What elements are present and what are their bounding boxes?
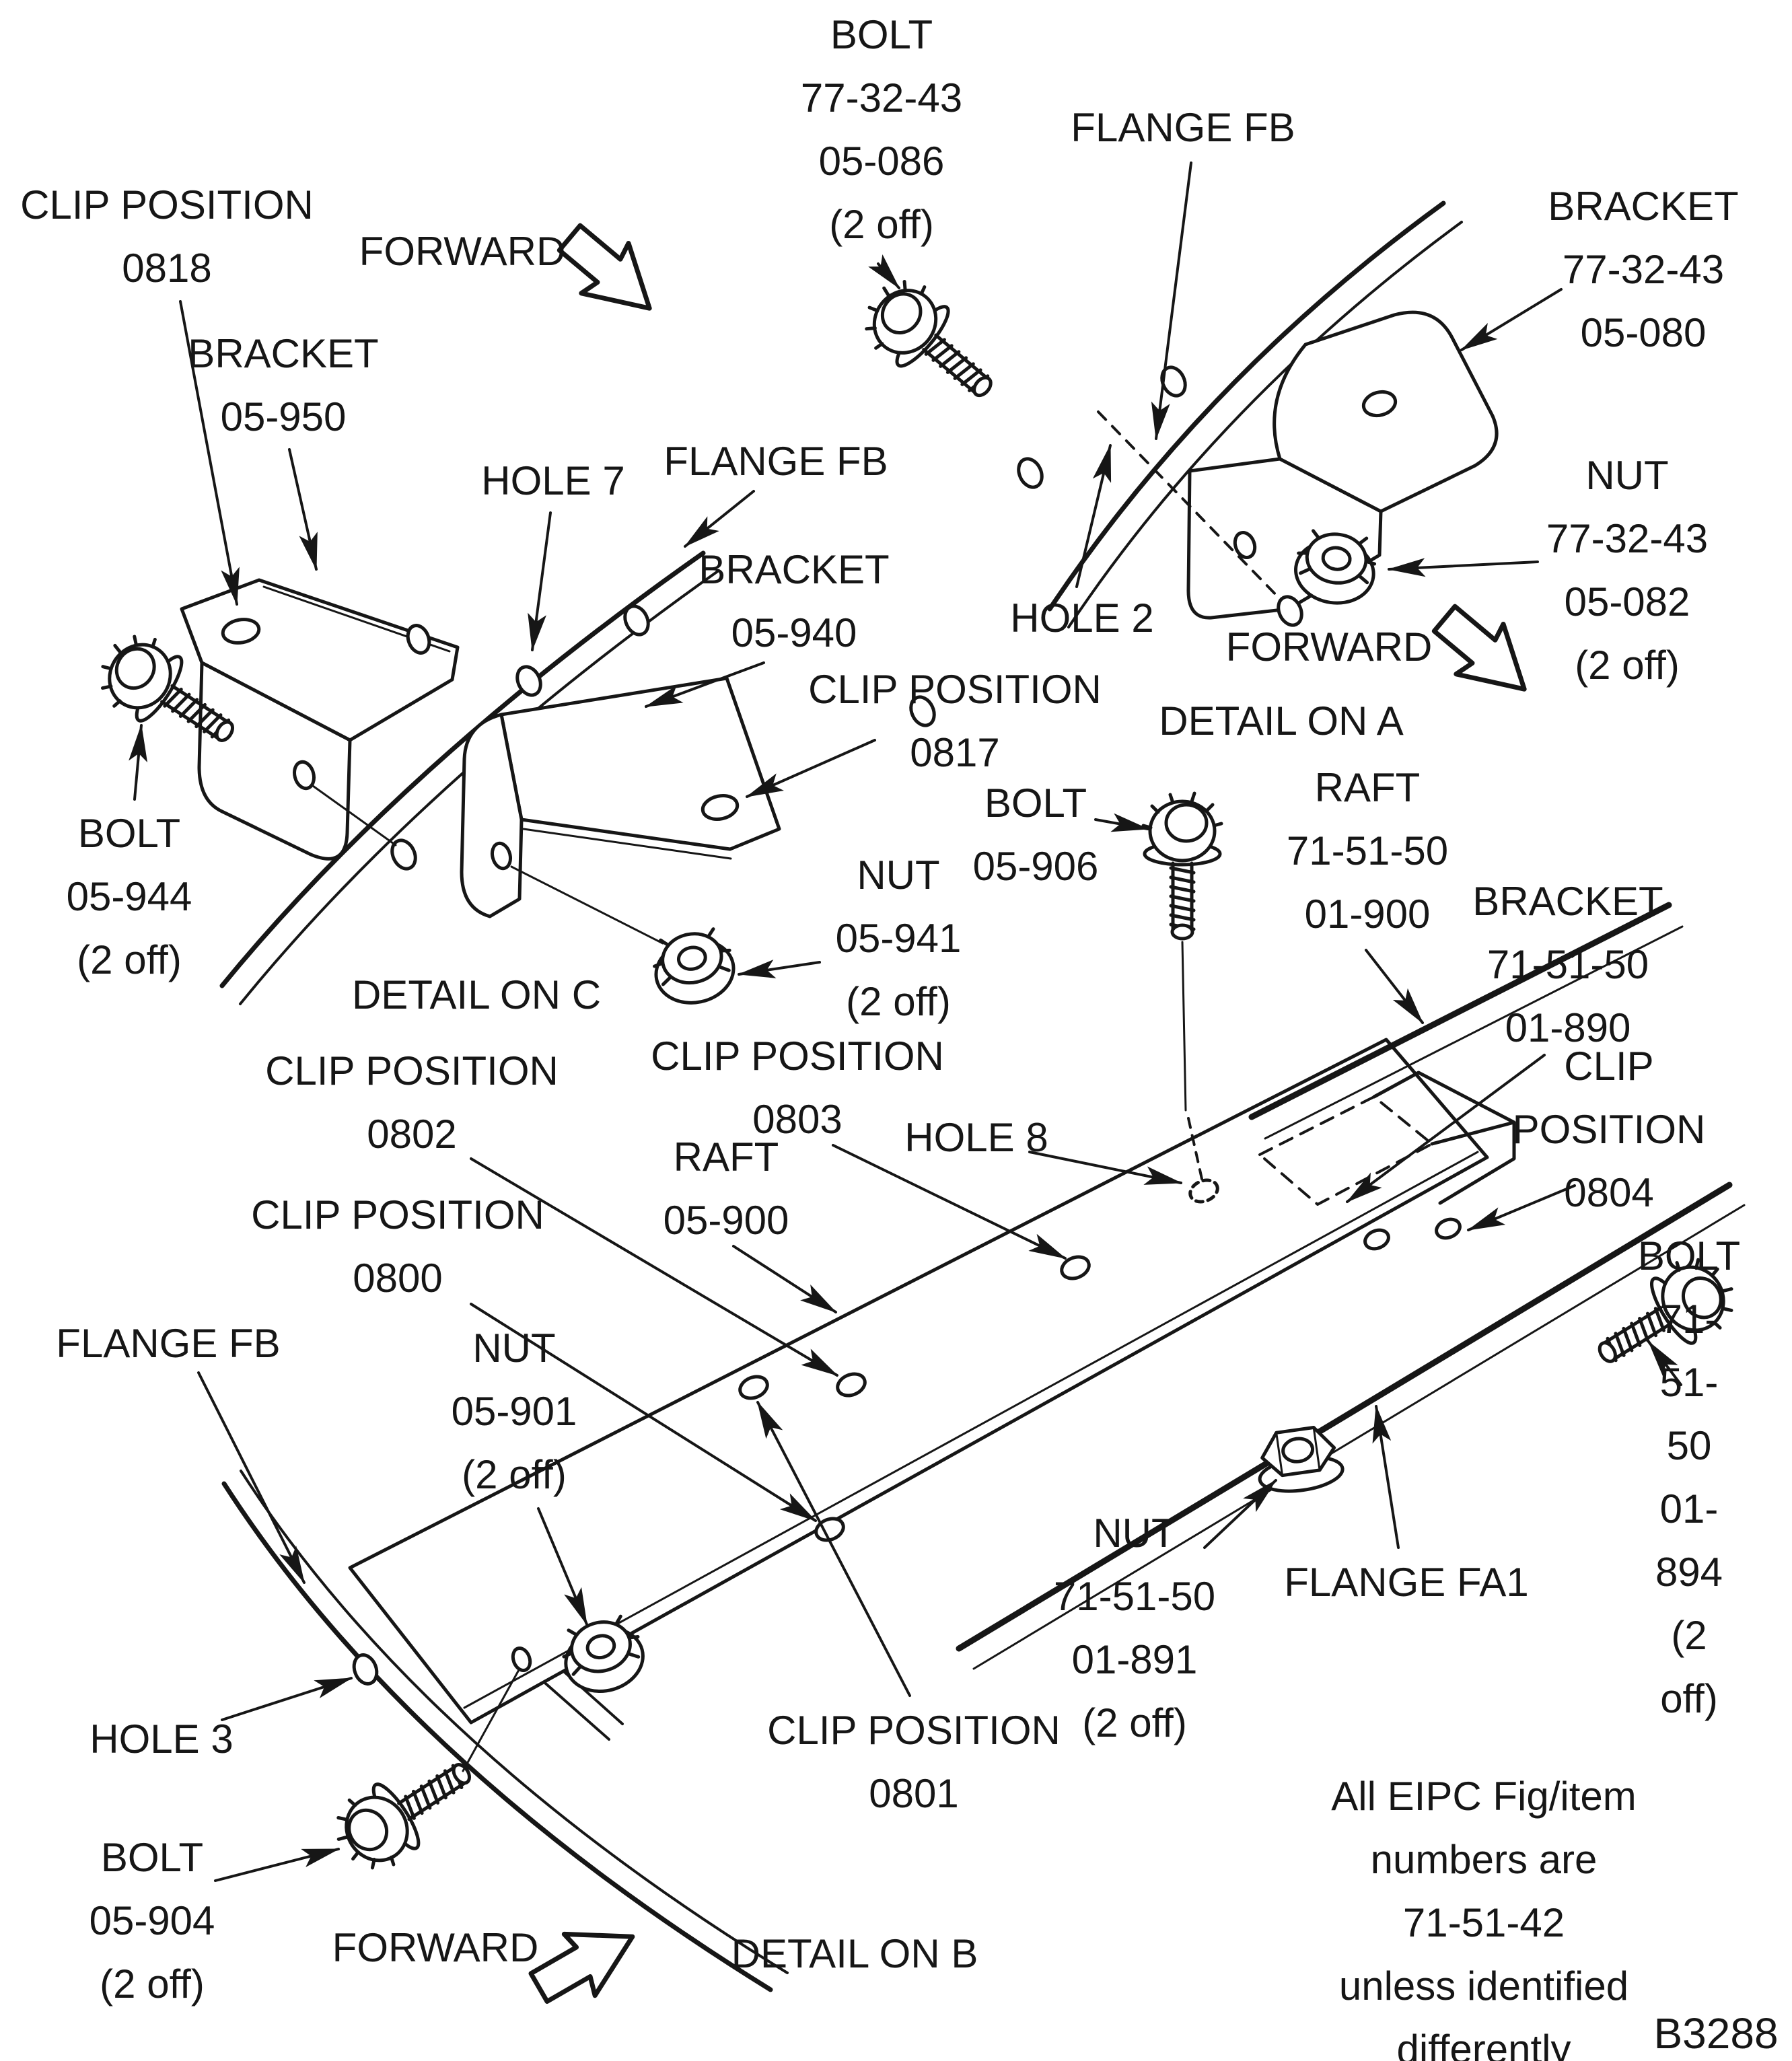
label-nut-05-082: NUT 77-32-43 05-082 (2 off) [1546, 453, 1709, 688]
bracket-05-940-drawing [460, 676, 781, 918]
hole-2-target [1277, 595, 1303, 627]
label-forward-bottom: FORWARD [332, 1925, 539, 1970]
clip-hole-0803 [1060, 1255, 1091, 1280]
label-forward-mid: FORWARD [1225, 624, 1433, 670]
label-hole-3: HOLE 3 [89, 1716, 234, 1762]
label-clip-position-0802: CLIP POSITION 0802 [265, 1048, 559, 1157]
label-bolt-05-904: BOLT 05-904 (2 off) [89, 1835, 215, 2006]
bracket-05-950-drawing [180, 578, 460, 861]
flange-fa1-drawing [956, 1182, 1746, 1670]
clip-hole-0804 [1435, 1217, 1462, 1240]
bolt-904-axis-line [462, 1667, 521, 1772]
label-clip-position-0817: CLIP POSITION 0817 [808, 667, 1102, 775]
label-footnote: All EIPC Fig/item numbers are 71-51-42 u… [1331, 1774, 1637, 2061]
label-nut-05-941: NUT 05-941 (2 off) [835, 853, 962, 1024]
clip-hole-0818 [221, 618, 261, 645]
label-nut-01-891: NUT 71-51-50 01-891 (2 off) [1053, 1511, 1216, 1745]
label-flange-fb-bottom: FLANGE FB [56, 1321, 281, 1366]
forward-arrow-icon [1422, 593, 1548, 714]
flange-holes-c [390, 604, 650, 871]
forward-arrow-icon [547, 212, 673, 333]
label-drawing-ref-b3288: B3288 [1653, 2009, 1779, 2058]
hole-link-lines-c [312, 785, 664, 945]
raft-05-900-drawing [348, 1038, 1489, 1725]
nut-05-941-drawing [649, 927, 740, 1010]
label-bolt-05-086: BOLT 77-32-43 05-086 (2 off) [800, 12, 963, 247]
flange-fb-arc-a [1047, 201, 1463, 628]
label-bracket-05-950: BRACKET 05-950 [188, 331, 379, 439]
detail-b-art [221, 793, 1746, 2018]
hole-7-target [515, 665, 542, 697]
bracket-01-890-drawing [1258, 1071, 1516, 1206]
hole-8-target [1188, 1178, 1219, 1204]
label-clip-position-0804: CLIP POSITION 0804 [1512, 1044, 1706, 1215]
label-nut-05-901: NUT 05-901 (2 off) [451, 1326, 577, 1497]
hole-3-target [352, 1653, 379, 1686]
label-detail-on-c: DETAIL ON C [351, 972, 602, 1017]
bolt-906-axis-line [1181, 941, 1187, 1112]
label-clip-position-0803: CLIP POSITION 0803 [651, 1034, 944, 1142]
forward-arrow-icon [522, 1905, 649, 2017]
label-raft-05-900: RAFT 05-900 [663, 1134, 789, 1243]
label-clip-position-0801: CLIP POSITION 0801 [767, 1708, 1061, 1816]
label-raft-01-900: RAFT 71-51-50 01-900 [1286, 765, 1449, 937]
raft-holes [738, 1178, 1462, 1542]
bolt-906-hidden-line [1187, 1117, 1203, 1180]
label-detail-on-b: DETAIL ON B [731, 1931, 978, 1976]
hole-2-hidden-line [1097, 410, 1281, 600]
label-forward-top-left: FORWARD [359, 229, 566, 274]
bracket-05-080-drawing [1186, 310, 1499, 620]
label-bolt-01-894: BOLT 71-51-50 01-894 (2 off) [1637, 1233, 1741, 1721]
detail-a-art [851, 201, 1548, 727]
label-bolt-05-906: BOLT 05-906 [972, 781, 1099, 889]
label-clip-position-0818: CLIP POSITION 0818 [20, 182, 314, 291]
label-bolt-05-944: BOLT 05-944 (2 off) [66, 811, 192, 982]
label-hole-2: HOLE 2 [1010, 595, 1154, 641]
detail-c-art [87, 212, 781, 1010]
label-flange-fa1: FLANGE FA1 [1284, 1560, 1529, 1605]
bolt-05-086-drawing [851, 268, 1013, 421]
raft-01-900-drawing [1248, 902, 1684, 1140]
clip-hole-0817 [701, 794, 740, 821]
clip-hole-0800 [814, 1517, 845, 1542]
flange-holes-b [352, 1647, 532, 1686]
label-flange-fb-mid: FLANGE FB [664, 439, 888, 484]
label-clip-position-0800: CLIP POSITION 0800 [251, 1192, 544, 1301]
leader-lines [129, 161, 1682, 1882]
label-bracket-01-890: BRACKET 71-51-50 01-890 [1472, 879, 1663, 1050]
label-hole-7: HOLE 7 [481, 458, 625, 503]
label-flange-fb-top: FLANGE FB [1071, 105, 1295, 150]
clip-hole-0801 [738, 1375, 769, 1400]
bolt-05-906-drawing [1143, 793, 1221, 939]
flange-holes-a [909, 365, 1187, 727]
label-hole-8: HOLE 8 [904, 1115, 1048, 1160]
nut-01-891-drawing [1254, 1424, 1345, 1496]
label-bracket-05-080: BRACKET 77-32-43 05-080 [1548, 184, 1739, 355]
clip-hole-0802 [836, 1372, 867, 1398]
label-detail-on-a: DETAIL ON A [1159, 698, 1404, 744]
label-bracket-05-940: BRACKET 05-940 [698, 547, 890, 655]
